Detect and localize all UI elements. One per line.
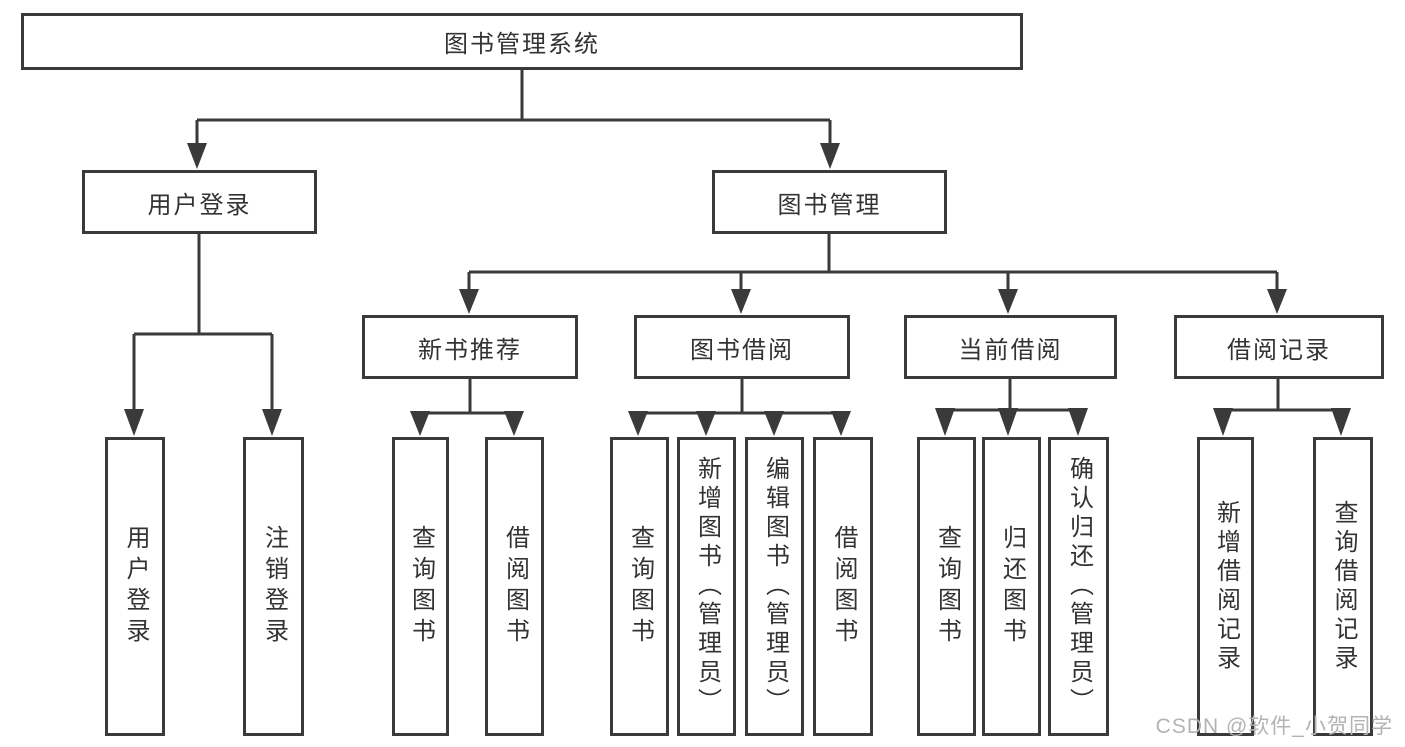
leaf-bb-add-books: 新增图书（管理员）: [677, 437, 736, 736]
leaf-logout: 注销登录: [243, 437, 304, 736]
leaf-bb-query-books: 查询图书: [610, 437, 669, 736]
edge-new-book-rec-children: [420, 379, 514, 415]
leaf-bb-borrow-books: 借阅图书: [813, 437, 873, 736]
edge-current-borrow-children: [945, 379, 1078, 412]
edge-book-mgmt-children: [467, 234, 1279, 291]
watermark: CSDN @软件_小贺同学: [1155, 715, 1393, 738]
node-book-mgmt: 图书管理: [712, 170, 947, 234]
edge-borrow-record-children: [1223, 379, 1341, 412]
edge-root-to-level2: [195, 69, 832, 146]
arrowheads: [124, 143, 1351, 436]
node-user-login: 用户登录: [82, 170, 317, 234]
edge-user-login-children: [132, 234, 274, 411]
leaf-cb-query-books: 查询图书: [917, 437, 976, 736]
leaf-user-login: 用户登录: [105, 437, 165, 736]
leaf-br-query-record: 查询借阅记录: [1313, 437, 1373, 736]
leaf-cb-confirm-return: 确认归还（管理员）: [1048, 437, 1109, 736]
node-book-borrow: 图书借阅: [634, 315, 850, 379]
node-borrow-record: 借阅记录: [1174, 315, 1384, 379]
node-root: 图书管理系统: [21, 13, 1023, 70]
leaf-bb-edit-books: 编辑图书（管理员）: [745, 437, 804, 736]
leaf-cb-return-books: 归还图书: [982, 437, 1041, 736]
leaf-br-add-record: 新增借阅记录: [1197, 437, 1254, 736]
node-new-book-rec: 新书推荐: [362, 315, 578, 379]
leaf-nbr-borrow-books: 借阅图书: [485, 437, 544, 736]
node-current-borrow: 当前借阅: [904, 315, 1117, 379]
leaf-nbr-query-books: 查询图书: [392, 437, 449, 736]
edge-book-borrow-children: [638, 379, 841, 415]
